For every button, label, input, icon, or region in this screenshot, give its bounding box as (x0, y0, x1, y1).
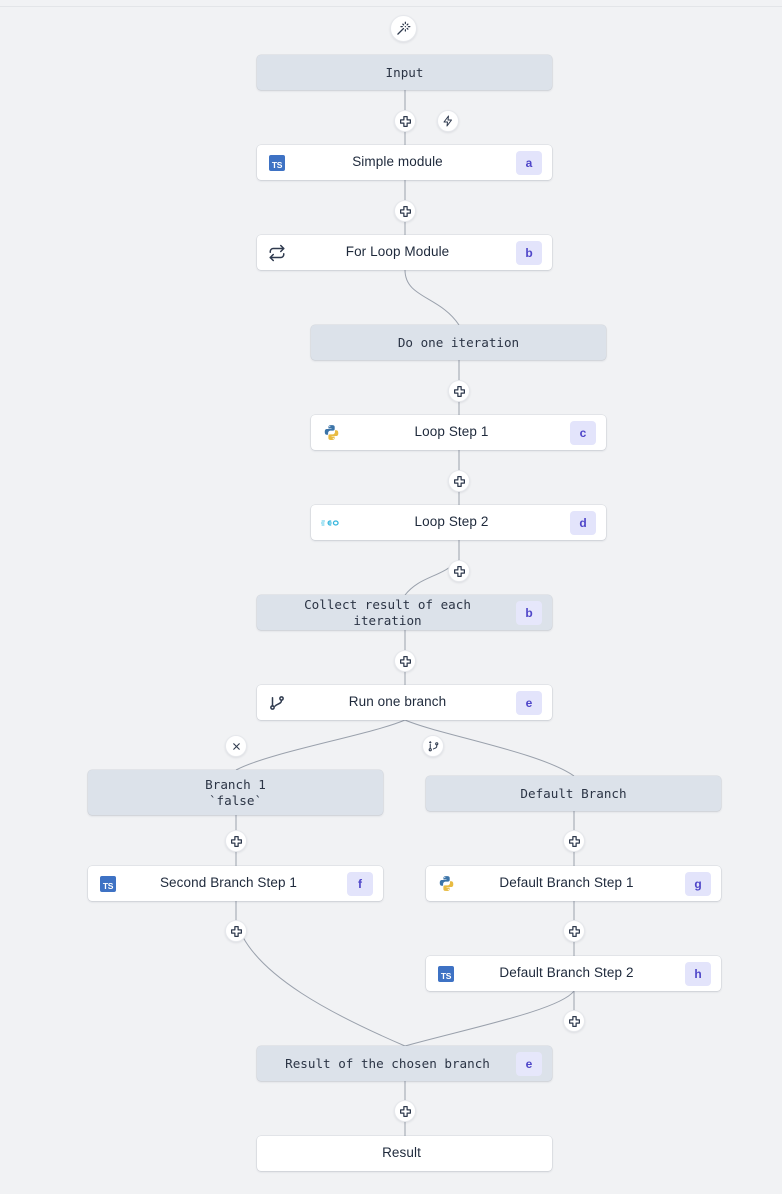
trigger-after-input-button[interactable] (437, 110, 459, 132)
node-label: Run one branch (348, 694, 447, 710)
plus-icon (453, 565, 465, 577)
plus-icon (399, 1105, 411, 1117)
add-branch-button[interactable] (422, 735, 444, 757)
typescript-icon: TS (267, 153, 287, 173)
node-do-one-iteration[interactable]: Do one iteration (311, 325, 606, 360)
node-label: Default Branch Step 2 (499, 965, 634, 981)
node-label: Do one iteration (397, 334, 520, 350)
close-icon (232, 742, 240, 750)
node-label: Default Branch (520, 785, 627, 801)
node-badge: c (570, 420, 596, 445)
add-after-second-branch-step-1-button[interactable] (225, 920, 247, 942)
zap-icon (443, 115, 452, 127)
add-after-collect-result-button[interactable] (394, 650, 416, 672)
plus-icon (568, 835, 580, 847)
node-label: Loop Step 1 (414, 424, 489, 440)
add-after-result-chosen-button[interactable] (394, 1100, 416, 1122)
node-loop-step-2[interactable]: Loop Step 2 d (311, 505, 606, 540)
node-label: Default Branch Step 1 (499, 875, 634, 891)
node-badge: b (516, 600, 542, 625)
node-label: Result of the chosen branch (285, 1055, 490, 1071)
node-label: Collect result of each iteration (304, 597, 471, 628)
add-after-loop-step-1-button[interactable] (448, 470, 470, 492)
node-badge: h (685, 961, 711, 986)
typescript-icon: TS (98, 874, 118, 894)
plus-icon (568, 1015, 580, 1027)
node-badge: a (516, 150, 542, 175)
node-default-branch[interactable]: Default Branch (426, 776, 721, 811)
typescript-icon: TS (100, 875, 116, 892)
ai-magic-wand-button[interactable] (390, 15, 417, 42)
node-second-branch-step-1[interactable]: TS Second Branch Step 1 f (88, 866, 383, 901)
node-default-branch-step-2[interactable]: TS Default Branch Step 2 h (426, 956, 721, 991)
node-branch-1[interactable]: Branch 1 `false` (88, 770, 383, 815)
node-collect-result[interactable]: Collect result of each iteration b (257, 595, 552, 630)
branch-plus-icon (428, 740, 438, 751)
typescript-icon: TS (269, 154, 285, 171)
node-label: Input (385, 64, 424, 80)
add-after-default-branch-button[interactable] (563, 830, 585, 852)
node-label: Loop Step 2 (414, 514, 489, 530)
plus-icon (230, 835, 242, 847)
node-default-branch-step-1[interactable]: Default Branch Step 1 g (426, 866, 721, 901)
add-after-default-branch-step-2-button[interactable] (563, 1010, 585, 1032)
node-label: For Loop Module (345, 244, 450, 260)
plus-icon (568, 925, 580, 937)
python-icon (436, 874, 456, 894)
go-icon (321, 513, 341, 533)
edge-23 (404, 990, 575, 1047)
plus-icon (399, 655, 411, 667)
node-label: Simple module (352, 154, 443, 170)
plus-icon (453, 475, 465, 487)
node-result[interactable]: Result (257, 1136, 552, 1171)
node-simple-module[interactable]: TS Simple module a (257, 145, 552, 180)
plus-icon (453, 385, 465, 397)
repeat-icon (267, 243, 287, 263)
node-badge: b (516, 240, 542, 265)
node-input[interactable]: Input (257, 55, 552, 90)
node-label: Second Branch Step 1 (159, 875, 298, 891)
node-badge: e (516, 1051, 542, 1076)
magic-wand-icon (397, 21, 411, 35)
add-after-input-button[interactable] (394, 110, 416, 132)
header-divider (0, 6, 782, 7)
plus-icon (399, 115, 411, 127)
edge-20 (235, 919, 406, 1047)
node-run-one-branch[interactable]: Run one branch e (257, 685, 552, 720)
plus-icon (230, 925, 242, 937)
branch-icon (267, 693, 287, 713)
node-loop-step-1[interactable]: Loop Step 1 c (311, 415, 606, 450)
node-badge: g (685, 871, 711, 896)
add-after-loop-step-2-button[interactable] (448, 560, 470, 582)
add-after-branch-1-button[interactable] (225, 830, 247, 852)
node-badge: f (347, 871, 373, 896)
node-badge: d (570, 510, 596, 535)
node-for-loop-module[interactable]: For Loop Module b (257, 235, 552, 270)
node-result-chosen-branch[interactable]: Result of the chosen branch e (257, 1046, 552, 1081)
node-label: Branch 1 `false` (205, 777, 266, 808)
remove-branch-1-button[interactable] (225, 735, 247, 757)
edge-4 (404, 269, 460, 326)
node-label: Result (382, 1145, 421, 1161)
node-badge: e (516, 690, 542, 715)
add-after-simple-module-button[interactable] (394, 200, 416, 222)
add-after-default-branch-step-1-button[interactable] (563, 920, 585, 942)
edge-13 (235, 719, 406, 771)
python-icon (321, 423, 341, 443)
add-after-do-one-iteration-button[interactable] (448, 380, 470, 402)
typescript-icon: TS (438, 965, 454, 982)
typescript-icon: TS (436, 964, 456, 984)
plus-icon (399, 205, 411, 217)
